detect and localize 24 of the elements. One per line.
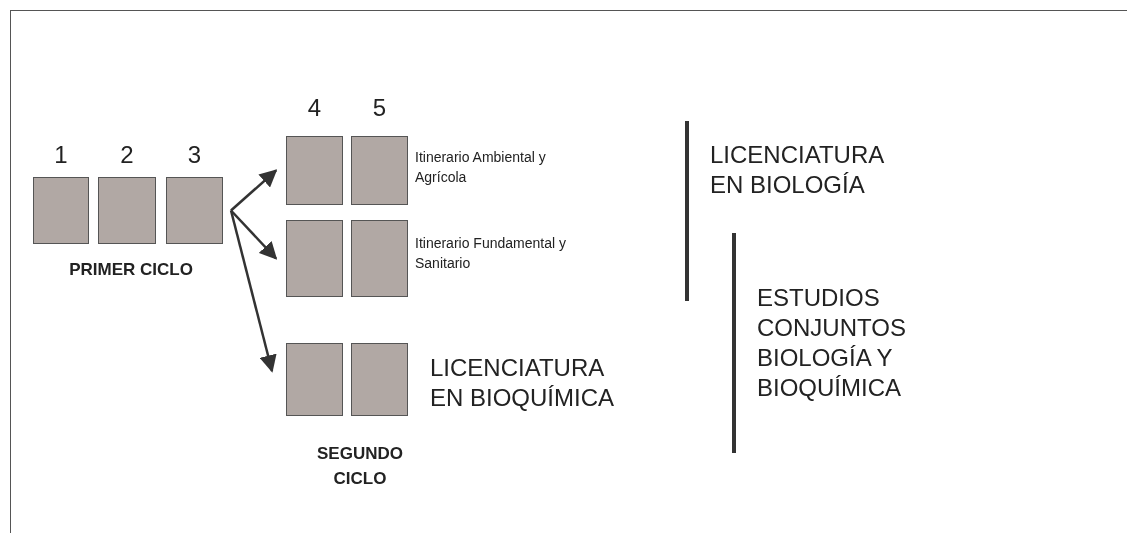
year-number: 4 [306, 94, 323, 122]
degree-title: LICENCIATURA EN BIOQUÍMICA [430, 353, 616, 413]
course-box [166, 177, 223, 244]
year-number: 3 [186, 141, 203, 169]
track-label: Itinerario Fundamental y Sanitario [415, 234, 567, 274]
year-number: 5 [371, 94, 388, 122]
degree-title: ESTUDIOS CONJUNTOS BIOLOGÍA Y BIOQUÍMICA [757, 283, 907, 403]
course-box [286, 343, 343, 416]
course-box [33, 177, 89, 244]
year-number: 2 [119, 141, 135, 169]
arrow [229, 210, 277, 373]
cycle-label: SEGUNDO CICLO [316, 443, 404, 490]
degree-title: LICENCIATURA EN BIOLOGÍA [710, 140, 885, 200]
course-box [351, 220, 408, 297]
track-label: Itinerario Ambiental y Agrícola [415, 148, 547, 188]
arrow [230, 209, 278, 260]
year-number: 1 [53, 141, 69, 169]
cycle-label: PRIMER CICLO [68, 259, 194, 281]
course-box [286, 220, 343, 297]
course-box [286, 136, 343, 205]
course-box [351, 343, 408, 416]
course-box [351, 136, 408, 205]
arrow [230, 169, 278, 212]
course-box [98, 177, 156, 244]
